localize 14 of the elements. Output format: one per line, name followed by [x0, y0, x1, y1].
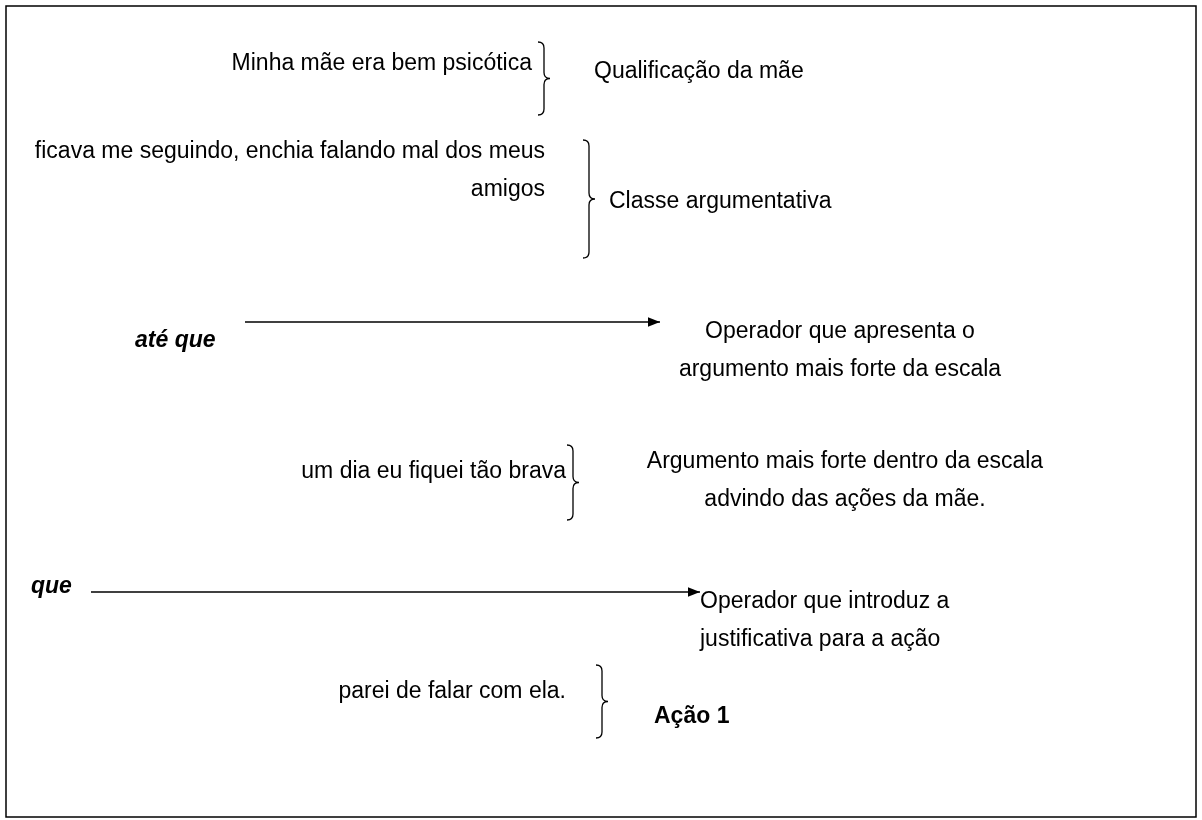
- arrow: [90, 587, 701, 597]
- description-text: Operador que apresenta o argumento mais forte da escala: [660, 311, 1020, 387]
- annotation-text: ficava me seguindo, enchia falando mal dos meus amigos: [33, 136, 545, 203]
- description-text: Operador que introduz a justificativa para a ação: [700, 581, 1040, 657]
- connective-word: até que: [135, 320, 245, 358]
- connective-word: que: [31, 566, 91, 604]
- annotation-text: Qualificação da mãe: [594, 56, 805, 85]
- annotation-text: Classe argumentativa: [609, 186, 833, 215]
- arrow: [244, 317, 661, 327]
- annotation-text: Argumento mais forte dentro da escala advindo das ações da mãe.: [645, 446, 1045, 513]
- annotation-text: um dia eu fiquei tão brava: [300, 456, 566, 485]
- annotation-text: Minha mãe era bem psicótica: [230, 48, 532, 77]
- section-heading: Ação 1: [654, 701, 731, 730]
- annotation-text: parei de falar com ela.: [337, 676, 566, 705]
